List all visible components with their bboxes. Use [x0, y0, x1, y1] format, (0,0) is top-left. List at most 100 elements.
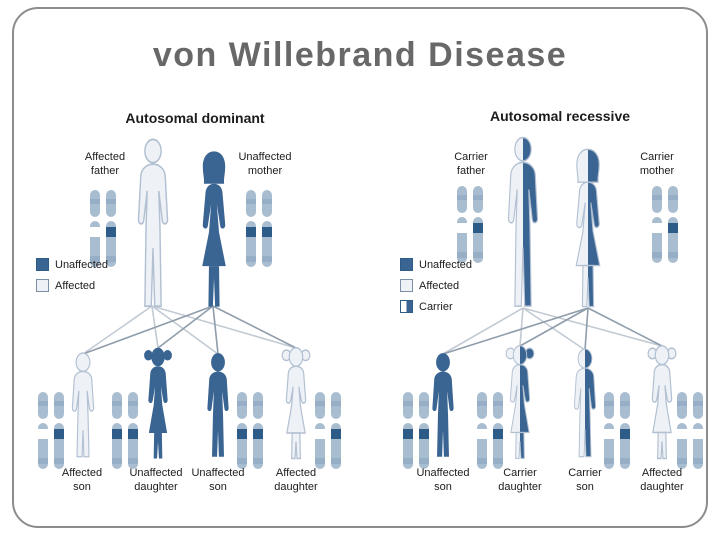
allele-band — [128, 429, 138, 439]
unaffected-daughter-figure — [144, 347, 172, 459]
chromosome-pair-affected-son — [38, 392, 64, 469]
heading-autosomal-dominant: Autosomal dominant — [125, 110, 265, 126]
allele-band — [38, 429, 48, 439]
allele-band — [106, 227, 116, 237]
legend-item-carrier: Carrier — [400, 300, 472, 313]
carrier-daughter-figure — [505, 345, 535, 460]
chromosome-pair-carrier-son — [604, 392, 630, 469]
chromosome-pair-affected-father — [90, 190, 116, 267]
chromosome — [128, 392, 138, 469]
carrier-mother-figure — [575, 148, 601, 308]
allele-band — [403, 429, 413, 439]
allele-band — [493, 429, 503, 439]
chromosome — [652, 186, 662, 263]
legend-swatch-affected — [400, 279, 413, 292]
chromosome — [493, 392, 503, 469]
affected-son-figure — [71, 352, 95, 458]
allele-band — [262, 227, 272, 237]
allele-band — [54, 429, 64, 439]
chromosome — [54, 392, 64, 469]
allele-band — [237, 429, 247, 439]
allele-band — [677, 429, 687, 439]
legend-label: Affected — [55, 279, 96, 292]
legend-label: Unaffected — [55, 258, 109, 271]
chromosome-pair-affected-daughter — [315, 392, 341, 469]
chromosome-pair-affected-daughter — [677, 392, 703, 469]
chromosome — [38, 392, 48, 469]
legend-swatch-unaffected — [400, 258, 413, 271]
chromosome — [262, 190, 272, 267]
allele-band — [419, 429, 429, 439]
chromosome — [403, 392, 413, 469]
chromosome — [106, 190, 116, 267]
legend-item-unaffected: Unaffected — [36, 258, 108, 271]
chromosome — [246, 190, 256, 267]
allele-band — [473, 223, 483, 233]
chromosome — [693, 392, 703, 469]
chromosome — [90, 190, 100, 267]
legend-dominant: Unaffected Affected — [36, 258, 108, 292]
allele-band — [90, 227, 100, 237]
carrier-son-figure — [573, 348, 597, 458]
chromosome — [315, 392, 325, 469]
affected-father-label: Affected father — [84, 151, 126, 178]
chromosome — [237, 392, 247, 469]
chromosome — [620, 392, 630, 469]
allele-band — [668, 223, 678, 233]
legend-item-unaffected: Unaffected — [400, 258, 472, 271]
chromosome — [668, 186, 678, 263]
allele-band — [315, 429, 325, 439]
allele-band — [246, 227, 256, 237]
allele-band — [253, 429, 263, 439]
affected-father-figure — [137, 138, 169, 308]
allele-band — [604, 429, 614, 439]
allele-band — [331, 429, 341, 439]
chromosome-pair-carrier-daughter — [477, 392, 503, 469]
slide-border — [12, 7, 708, 528]
legend-label: Affected — [419, 279, 460, 292]
allele-band — [457, 223, 467, 233]
chromosome — [457, 186, 467, 263]
chromosome — [112, 392, 122, 469]
chromosome — [604, 392, 614, 469]
allele-band — [693, 429, 703, 439]
affected-daughter-figure — [281, 347, 311, 460]
heading-autosomal-recessive: Autosomal recessive — [489, 108, 631, 124]
carrier-father-label: Carrier father — [454, 151, 488, 178]
legend-label: Carrier — [419, 300, 453, 313]
legend-label: Unaffected — [419, 258, 473, 271]
unaffected-son-figure — [207, 353, 229, 457]
legend-swatch-carrier — [400, 300, 413, 313]
chromosome-pair-unaffected-son — [237, 392, 263, 469]
legend-item-affected: Affected — [400, 279, 472, 292]
chromosome — [477, 392, 487, 469]
chromosome-pair-unaffected-mother — [246, 190, 272, 267]
allele-band — [652, 223, 662, 233]
page-title: von Willebrand Disease — [152, 36, 568, 74]
legend-swatch-affected — [36, 279, 49, 292]
chromosome-pair-carrier-mother — [652, 186, 678, 263]
allele-band — [112, 429, 122, 439]
carrier-mother-label: Carrier mother — [639, 151, 675, 178]
unaffected-mother-figure — [202, 151, 226, 307]
carrier-father-figure — [507, 136, 539, 307]
chromosome — [677, 392, 687, 469]
chromosome-pair-carrier-father — [457, 186, 483, 263]
chromosome-pair-unaffected-son — [403, 392, 429, 469]
allele-band — [620, 429, 630, 439]
legend-swatch-unaffected — [36, 258, 49, 271]
chromosome-pair-unaffected-daughter — [112, 392, 138, 469]
allele-band — [477, 429, 487, 439]
chromosome — [331, 392, 341, 469]
chromosome — [473, 186, 483, 263]
